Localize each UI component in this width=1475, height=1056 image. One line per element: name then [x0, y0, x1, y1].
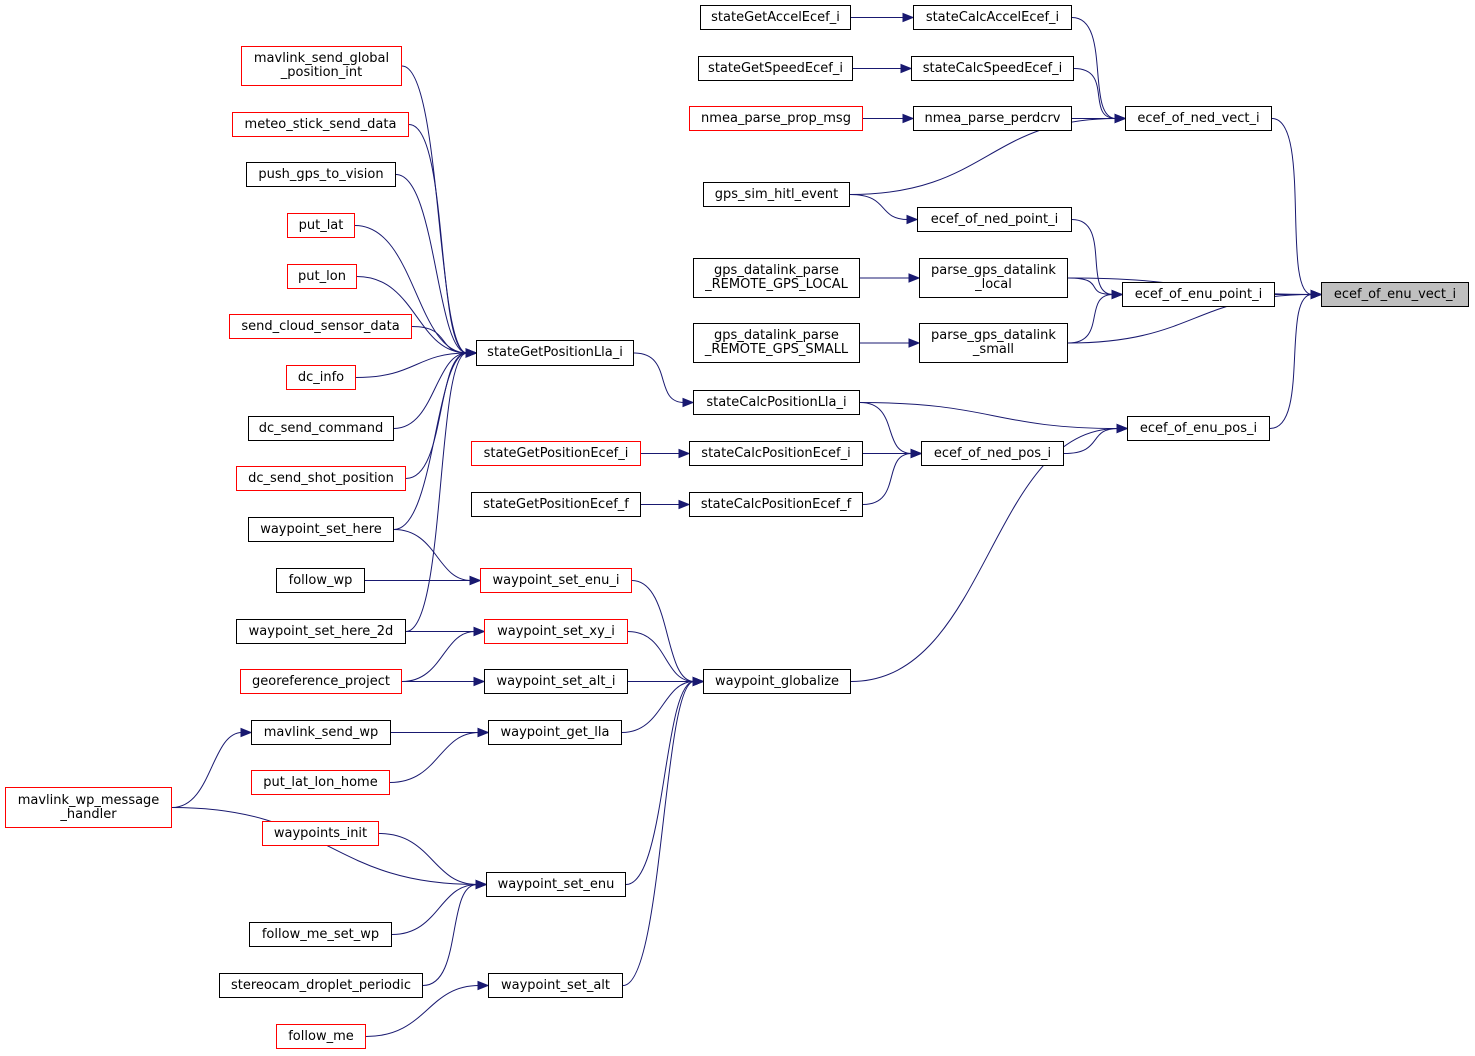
node-dc-send-shot-position[interactable]: dc_send_shot_position — [236, 466, 406, 491]
edge-stateCalcSpeedEcef_i-to-ecef_of_ned_vect_i — [1073, 68, 1127, 124]
edge-stereocam_droplet_periodic-to-waypoint_set_enu — [422, 879, 488, 986]
node-statecalcpositionecef-f[interactable]: stateCalcPositionEcef_f — [689, 492, 863, 517]
edge-waypoint_set_here_2d-to-stateGetPositionLla_i — [405, 348, 478, 632]
node-mavlink-send-wp[interactable]: mavlink_send_wp — [251, 720, 391, 745]
node-gps-sim-hitl-event[interactable]: gps_sim_hitl_event — [703, 182, 850, 207]
node-waypoint-set-xy-i[interactable]: waypoint_set_xy_i — [484, 619, 628, 644]
node-statecalcspeedecef-i[interactable]: stateCalcSpeedEcef_i — [911, 56, 1074, 81]
node-waypoints-init[interactable]: waypoints_init — [262, 821, 379, 846]
edge-gps_datalink_parse_REMOTE_GPS_LOCAL-to-parse_gps_datalink_local — [860, 273, 921, 283]
edge-stateCalcPositionEcef_f-to-ecef_of_ned_pos_i — [862, 448, 923, 505]
edge-waypoint_set_enu-to-waypoint_globalize — [625, 676, 705, 885]
node-stategetpositionecef-f[interactable]: stateGetPositionEcef_f — [471, 492, 641, 517]
edge-waypoint_set_here-to-waypoint_set_enu_i — [393, 529, 482, 586]
node-waypoint-get-lla[interactable]: waypoint_get_lla — [488, 720, 622, 745]
node-ecef-of-enu-point-i[interactable]: ecef_of_enu_point_i — [1122, 282, 1275, 307]
edge-put_lat_lon_home-to-waypoint_get_lla — [389, 727, 490, 783]
node-dc-info[interactable]: dc_info — [286, 365, 356, 390]
node-ecef-of-enu-pos-i[interactable]: ecef_of_enu_pos_i — [1127, 416, 1270, 441]
edge-stateGetAccelEcef_i-to-stateCalcAccelEcef_i — [851, 12, 915, 23]
edge-gps_datalink_parse_REMOTE_GPS_SMALL-to-parse_gps_datalink_small — [860, 338, 921, 348]
edge-mavlink_send_global_position_int-to-stateGetPositionLla_i — [401, 65, 478, 358]
node-ecef-of-ned-point-i[interactable]: ecef_of_ned_point_i — [917, 207, 1072, 232]
node-stereocam-droplet-periodic[interactable]: stereocam_droplet_periodic — [219, 973, 423, 998]
edge-stateCalcPositionLla_i-to-ecef_of_enu_pos_i — [859, 402, 1129, 434]
edge-waypoint_set_enu_i-to-waypoint_globalize — [631, 580, 705, 687]
node-dc-send-command[interactable]: dc_send_command — [248, 416, 394, 441]
edge-waypoint_globalize-to-ecef_of_enu_pos_i — [850, 423, 1129, 682]
node-follow-me[interactable]: follow_me — [276, 1024, 366, 1049]
node-ecef-of-ned-vect-i[interactable]: ecef_of_ned_vect_i — [1125, 106, 1272, 131]
edge-follow_wp-to-waypoint_set_enu_i — [365, 575, 482, 586]
node-waypoint-set-here[interactable]: waypoint_set_here — [248, 517, 394, 542]
node-mavlink-wp-message-handler[interactable]: mavlink_wp_message _handler — [5, 787, 172, 828]
node-waypoint-set-alt-i[interactable]: waypoint_set_alt_i — [484, 669, 628, 694]
edge-waypoints_init-to-waypoint_set_enu — [378, 833, 488, 890]
edge-stateCalcAccelEcef_i-to-ecef_of_ned_vect_i — [1071, 17, 1127, 124]
node-nmea-parse-prop-msg[interactable]: nmea_parse_prop_msg — [689, 106, 863, 131]
node-parse-gps-datalink-small[interactable]: parse_gps_datalink _small — [919, 323, 1068, 363]
node-statecalcpositionecef-i[interactable]: stateCalcPositionEcef_i — [689, 441, 863, 466]
edge-georeference_project-to-waypoint_set_alt_i — [402, 676, 486, 687]
edge-ecef_of_ned_vect_i-to-ecef_of_enu_vect_i — [1271, 118, 1323, 300]
edge-georeference_project-to-waypoint_set_xy_i — [401, 626, 486, 682]
node-waypoint-set-enu[interactable]: waypoint_set_enu — [486, 872, 626, 897]
node-stategetaccelecef-i[interactable]: stateGetAccelEcef_i — [700, 5, 851, 30]
node-follow-wp[interactable]: follow_wp — [276, 568, 365, 593]
node-nmea-parse-perdcrv[interactable]: nmea_parse_perdcrv — [913, 106, 1072, 131]
edge-dc_send_shot_position-to-stateGetPositionLla_i — [405, 348, 478, 479]
node-put-lat-lon-home[interactable]: put_lat_lon_home — [251, 770, 390, 795]
edge-meteo_stick_send_data-to-stateGetPositionLla_i — [408, 124, 478, 358]
node-ecef-of-ned-pos-i[interactable]: ecef_of_ned_pos_i — [921, 441, 1064, 466]
edge-mavlink_wp_message_handler-to-mavlink_send_wp — [171, 727, 253, 808]
node-gps-datalink-parse-remote-gps-local[interactable]: gps_datalink_parse _REMOTE_GPS_LOCAL — [693, 258, 860, 298]
node-stategetspeedecef-i[interactable]: stateGetSpeedEcef_i — [698, 56, 853, 81]
edge-gps_sim_hitl_event-to-ecef_of_ned_point_i — [849, 194, 919, 225]
node-georeference-project[interactable]: georeference_project — [240, 669, 402, 694]
edge-follow_me-to-waypoint_set_alt — [365, 980, 490, 1037]
edge-mavlink_wp_message_handler-to-waypoint_set_enu — [171, 807, 488, 890]
node-waypoint-globalize[interactable]: waypoint_globalize — [703, 669, 851, 694]
edge-ecef_of_ned_point_i-to-ecef_of_enu_point_i — [1071, 219, 1124, 300]
node-stategetpositionecef-i[interactable]: stateGetPositionEcef_i — [471, 441, 641, 466]
node-statecalcpositionlla-i[interactable]: stateCalcPositionLla_i — [693, 390, 860, 415]
node-put-lon[interactable]: put_lon — [287, 264, 357, 289]
node-parse-gps-datalink-local[interactable]: parse_gps_datalink _local — [919, 258, 1068, 298]
node-mavlink-send-global-position-int[interactable]: mavlink_send_global _position_int — [241, 46, 402, 86]
node-waypoint-set-enu-i[interactable]: waypoint_set_enu_i — [480, 568, 632, 593]
node-meteo-stick-send-data[interactable]: meteo_stick_send_data — [232, 112, 409, 137]
edge-waypoint_set_xy_i-to-waypoint_globalize — [627, 631, 705, 687]
node-push-gps-to-vision[interactable]: push_gps_to_vision — [246, 162, 396, 187]
edge-ecef_of_enu_pos_i-to-ecef_of_enu_vect_i — [1269, 289, 1323, 429]
node-gps-datalink-parse-remote-gps-small[interactable]: gps_datalink_parse _REMOTE_GPS_SMALL — [693, 323, 860, 363]
edge-dc_send_command-to-stateGetPositionLla_i — [393, 348, 478, 429]
edge-stateGetSpeedEcef_i-to-stateCalcSpeedEcef_i — [852, 63, 913, 74]
node-stategetpositionlla-i[interactable]: stateGetPositionLla_i — [476, 340, 634, 366]
edge-stateGetPositionEcef_f-to-stateCalcPositionEcef_f — [640, 499, 691, 510]
edge-follow_me_set_wp-to-waypoint_set_enu — [391, 879, 488, 935]
edge-waypoint_set_alt-to-waypoint_globalize — [622, 676, 705, 986]
edge-parse_gps_datalink_small-to-ecef_of_enu_point_i — [1067, 289, 1124, 344]
edge-waypoint_set_here-to-stateGetPositionLla_i — [393, 348, 478, 530]
node-waypoint-set-alt[interactable]: waypoint_set_alt — [488, 973, 623, 998]
edge-stateCalcPositionLla_i-to-ecef_of_ned_pos_i — [859, 402, 923, 459]
edge-stateGetPositionEcef_i-to-stateCalcPositionEcef_i — [640, 448, 691, 459]
edge-stateGetPositionLla_i-to-stateCalcPositionLla_i — [633, 352, 695, 408]
edge-nmea_parse_prop_msg-to-nmea_parse_perdcrv — [863, 113, 915, 124]
node-follow-me-set-wp[interactable]: follow_me_set_wp — [249, 922, 392, 947]
node-waypoint-set-here-2d[interactable]: waypoint_set_here_2d — [236, 619, 406, 644]
node-statecalcaccelecef-i[interactable]: stateCalcAccelEcef_i — [913, 5, 1072, 30]
node-ecef-of-enu-vect-i: ecef_of_enu_vect_i — [1321, 282, 1469, 307]
node-send-cloud-sensor-data[interactable]: send_cloud_sensor_data — [229, 314, 412, 339]
node-put-lat[interactable]: put_lat — [287, 213, 355, 238]
edge-waypoint_get_lla-to-waypoint_globalize — [621, 676, 705, 733]
